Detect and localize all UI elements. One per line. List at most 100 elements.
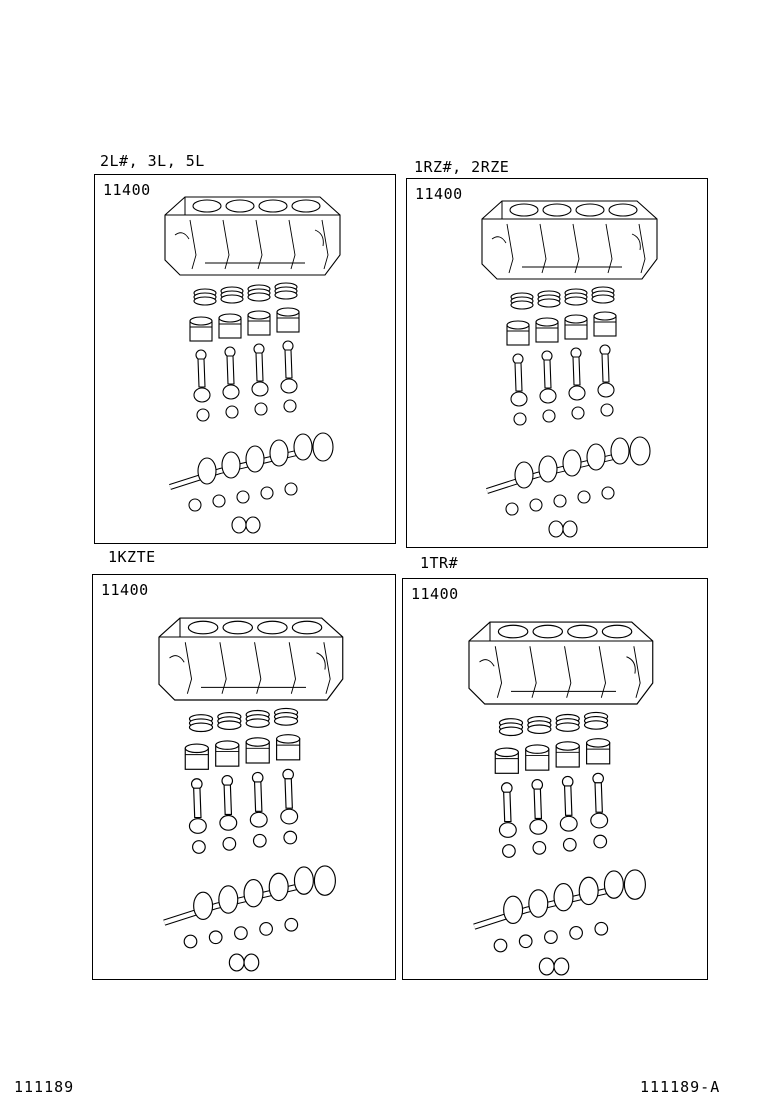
rod-bearing [283, 830, 298, 845]
main-bearing [234, 926, 248, 940]
piston-ring [555, 722, 580, 732]
piston [276, 307, 300, 333]
thrust-washer [548, 520, 564, 538]
engine-label-1rz: 1RZ#, 2RZE [414, 158, 510, 176]
connecting-rod [498, 782, 517, 838]
connecting-rod [251, 343, 269, 397]
rod-bearing [532, 840, 547, 855]
connecting-rod [280, 340, 298, 394]
thrust-washer [538, 957, 555, 976]
main-bearing [577, 490, 591, 504]
piston [215, 740, 240, 767]
main-bearing [284, 917, 299, 932]
piston-ring [591, 294, 615, 304]
main-bearing [601, 486, 615, 500]
main-bearing [260, 486, 274, 500]
parts-panel-1kzte[interactable]: 11400 [92, 574, 396, 980]
thrust-washer [243, 953, 260, 972]
piston [184, 743, 209, 770]
diagram-code-left: 111189 [14, 1078, 75, 1096]
engine-block-assembly-illustration [158, 617, 344, 972]
piston [276, 734, 301, 761]
piston-ring [217, 720, 242, 730]
connecting-rod [568, 347, 586, 401]
connecting-rod [559, 775, 578, 832]
piston [245, 737, 270, 764]
crankshaft [163, 865, 336, 926]
crankshaft [486, 436, 651, 494]
main-bearing [259, 922, 273, 936]
parts-panel-1tr[interactable]: 11400 [402, 578, 708, 980]
piston-ring [510, 300, 534, 310]
thrust-washer [553, 957, 570, 976]
rod-bearing [571, 406, 585, 420]
connecting-rod [280, 768, 299, 825]
rod-bearing [196, 408, 210, 422]
piston [525, 744, 550, 771]
piston-ring [527, 724, 552, 734]
rod-bearing [283, 399, 297, 413]
connecting-rod [590, 772, 609, 829]
rod-bearing [600, 403, 614, 417]
rod-bearing [542, 409, 556, 423]
part-number: 11400 [101, 581, 149, 599]
rod-bearing [502, 844, 516, 858]
thrust-washer [228, 953, 245, 972]
connecting-rod [539, 350, 557, 404]
piston [555, 741, 580, 768]
cylinder-block [468, 621, 654, 705]
rod-bearing [593, 834, 608, 849]
piston-ring [245, 718, 270, 728]
engine-label-2l: 2L#, 3L, 5L [100, 152, 205, 170]
piston-ring [537, 298, 561, 308]
main-bearing [594, 921, 609, 936]
piston-ring [273, 716, 299, 726]
main-bearing [493, 938, 508, 953]
piston [189, 316, 213, 342]
thrust-washer [562, 520, 578, 538]
main-bearing [284, 482, 298, 496]
part-number: 11400 [103, 181, 151, 199]
engine-label-1tr: 1TR# [420, 554, 459, 572]
piston-ring [220, 294, 244, 304]
connecting-rod [222, 346, 240, 400]
piston [593, 311, 617, 337]
piston [247, 310, 271, 336]
crankshaft [473, 869, 646, 930]
main-bearing [212, 494, 226, 508]
main-bearing [505, 502, 519, 516]
engine-block-assembly-illustration [164, 196, 341, 534]
connecting-rod [529, 779, 548, 835]
main-bearing [183, 934, 198, 949]
parts-panel-1rz[interactable]: 11400 [406, 178, 708, 548]
part-number: 11400 [411, 585, 459, 603]
rod-bearing [513, 412, 527, 426]
engine-block-assembly-illustration [468, 621, 654, 976]
cylinder-block [158, 617, 344, 701]
piston-ring [188, 722, 214, 733]
cylinder-block [164, 196, 341, 276]
thrust-washer [245, 516, 261, 534]
connecting-rod [188, 778, 207, 834]
rod-bearing [225, 405, 239, 419]
piston [218, 313, 242, 339]
cylinder-block [481, 200, 658, 280]
engine-block-assembly-illustration [481, 200, 658, 538]
main-bearing [553, 494, 567, 508]
thrust-washer [231, 516, 247, 534]
piston-ring [583, 720, 609, 730]
connecting-rod [249, 771, 268, 828]
connecting-rod [597, 344, 615, 398]
piston-ring [498, 726, 524, 737]
rod-bearing [562, 837, 577, 852]
main-bearing [544, 930, 558, 944]
engine-label-1kzte: 1KZTE [108, 548, 156, 566]
rod-bearing [222, 836, 237, 851]
piston-ring [274, 290, 298, 300]
connecting-rod [193, 349, 211, 403]
piston-ring [193, 296, 217, 306]
piston [506, 320, 530, 346]
parts-panel-2l[interactable]: 11400 [94, 174, 396, 544]
main-bearing [569, 926, 583, 940]
rod-bearing [192, 840, 206, 854]
